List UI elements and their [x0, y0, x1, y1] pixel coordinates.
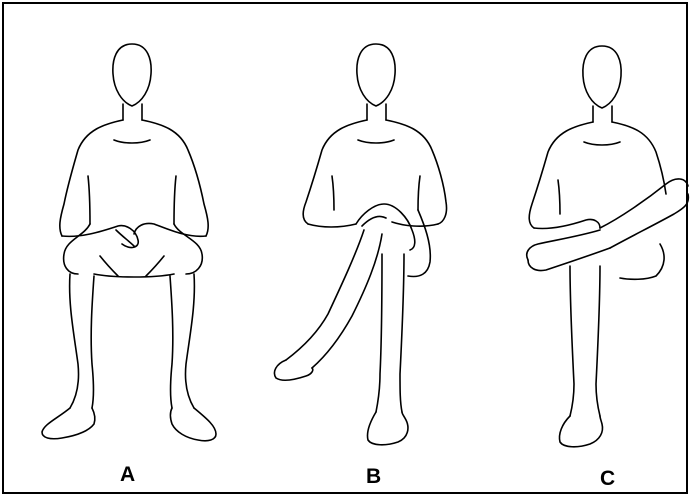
figure-c: C — [460, 4, 690, 502]
figure-b-label: B — [366, 466, 381, 487]
seated-figure-b-drawing — [232, 4, 462, 494]
seated-figure-c-drawing — [460, 4, 690, 494]
figure-b: B — [232, 4, 462, 502]
figure-a-label: A — [120, 464, 135, 485]
figure-frame: A — [2, 2, 688, 494]
seated-figure-a-drawing — [4, 4, 234, 494]
figure-c-label: C — [600, 468, 615, 489]
figure-a: A — [4, 4, 234, 502]
